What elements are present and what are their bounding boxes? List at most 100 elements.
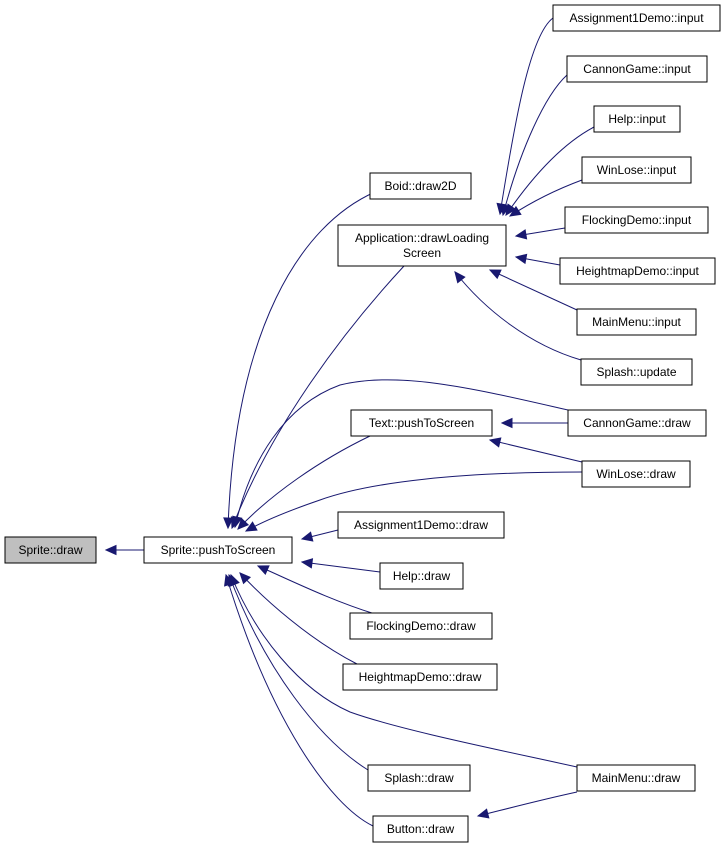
arrowhead-cannon_draw-to-sprite_push [232,515,243,529]
node-flock-input[interactable]: FlockingDemo::input [564,206,709,234]
node-cannon-input[interactable]: CannonGame::input [566,55,708,83]
arrowhead-button_draw-to-sprite_push [224,573,235,587]
node-box [576,308,697,336]
node-label: Screen [403,246,441,260]
node-box [567,409,707,437]
edge-cannon_draw-to-text_push [500,417,568,429]
edge-line [227,191,376,529]
arrowhead-cannon_draw-to-text_push [500,417,513,429]
arrowhead-winlose_draw-to-sprite_push [244,521,258,532]
node-winlose-draw[interactable]: WinLose::draw [581,460,691,488]
node-box [369,172,472,200]
edge-line [245,471,583,532]
node-winlose-input[interactable]: WinLose::input [581,156,692,184]
edge-hm_input-to-app_loading [514,253,561,266]
arrowhead-text_push-to-sprite_push [237,517,250,530]
node-label: FlockingDemo::input [582,213,692,227]
node-box [143,536,293,564]
edge-line [502,74,568,216]
edge-help_draw-to-sprite_push [300,558,381,573]
edge-splash_update-to-app_loading [454,271,582,361]
node-box [4,536,97,564]
node-mainmenu-draw[interactable]: MainMenu::draw [576,764,696,792]
arrowhead-sprite_push-to-sprite_draw [104,544,117,556]
edge-line [225,574,374,827]
node-label: Boid::draw2D [384,179,456,193]
node-box [559,257,716,285]
edge-button_draw-to-sprite_push [224,573,374,827]
arrowhead-boid_draw2d-to-sprite_push [223,517,234,530]
node-box [552,4,721,32]
edge-line [230,574,578,768]
node-sprite-draw[interactable]: Sprite::draw [4,536,97,564]
node-box [581,156,692,184]
arrowhead-winlose_draw-to-text_push [488,437,502,448]
node-label: Splash::draw [384,771,454,785]
edge-line [499,17,554,215]
node-a1-draw[interactable]: Assignment1Demo::draw [337,511,505,539]
node-splash-update[interactable]: Splash::update [580,358,693,386]
node-label: FlockingDemo::draw [366,619,476,633]
edge-sprite_push-to-sprite_draw [104,544,144,556]
edge-line [237,435,371,530]
node-label: Sprite::draw [18,543,82,557]
edge-line [239,572,358,665]
nodes-layer: Sprite::draw Sprite::pushToScreen Boid::dr… [4,4,721,843]
edge-cannon_draw-to-sprite_push [232,379,569,529]
edges-layer [104,17,595,827]
edge-text_push-to-sprite_push [237,435,371,530]
node-text-push[interactable]: Text::pushToScreen [350,409,493,437]
edge-line [228,574,369,771]
edge-mainmenu_draw-to-button_draw [476,791,578,819]
node-label: MainMenu::input [592,315,681,329]
node-a1-input[interactable]: Assignment1Demo::input [552,4,721,32]
node-box [342,663,498,691]
edge-winlose_draw-to-text_push [488,437,583,463]
edge-line [257,565,376,615]
node-label: Assignment1Demo::draw [354,518,488,532]
node-mainmenu-input[interactable]: MainMenu::input [576,308,697,336]
node-label: Splash::update [596,365,676,379]
node-flock-draw[interactable]: FlockingDemo::draw [349,612,493,640]
node-box [350,409,493,437]
edge-line [505,126,595,216]
node-box [367,764,471,792]
node-label: CannonGame::input [583,62,691,76]
node-box [349,612,493,640]
edge-line [234,379,569,528]
node-button-draw[interactable]: Button::draw [372,815,469,843]
edge-help_input-to-app_loading [505,126,595,217]
arrowhead-mainmenu_input-to-app_loading [488,269,502,280]
node-label: HeightmapDemo::input [576,264,699,278]
arrowhead-hm_draw-to-sprite_push [239,572,252,585]
node-box [580,358,693,386]
edge-boid_draw2d-to-sprite_push [223,191,376,530]
node-hm-input[interactable]: HeightmapDemo::input [559,257,716,285]
node-boid-draw2d[interactable]: Boid::draw2D [369,172,472,200]
node-label: Help::draw [393,569,451,583]
node-label: HeightmapDemo::draw [359,670,482,684]
node-help-input[interactable]: Help::input [593,105,681,133]
node-cannon-draw[interactable]: CannonGame::draw [567,409,707,437]
node-box [337,224,507,267]
node-sprite-push[interactable]: Sprite::pushToScreen [143,536,293,564]
arrowhead-splash_update-to-app_loading [454,271,466,284]
node-label: Text::pushToScreen [369,416,474,430]
node-label: Application::drawLoading [355,231,489,245]
edge-line [301,561,381,573]
node-help-draw[interactable]: Help::draw [379,562,464,590]
node-splash-draw[interactable]: Splash::draw [367,764,471,792]
node-box [379,562,464,590]
node-hm-draw[interactable]: HeightmapDemo::draw [342,663,498,691]
arrowhead-a1_draw-to-sprite_push [300,531,314,542]
node-box [576,764,696,792]
arrowhead-hm_input-to-app_loading [514,253,528,265]
edge-mainmenu_input-to-app_loading [488,269,578,311]
node-label: WinLose::draw [596,467,676,481]
arrowhead-winlose_input-to-app_loading [508,205,522,217]
arrowhead-help_input-to-app_loading [505,203,517,217]
edge-line [454,271,582,361]
